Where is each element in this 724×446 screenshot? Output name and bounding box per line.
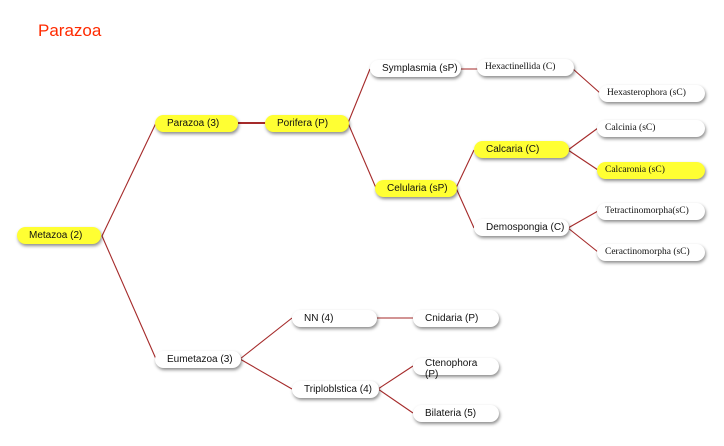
edge-eumetazoa-triploblstica [239, 358, 293, 390]
node-ceractinomorpha[interactable]: Ceractinomorpha (sC) [597, 244, 705, 261]
edge-calcaria-calcaronia [567, 149, 599, 171]
node-symplasmia[interactable]: Symplasmia (sP) [370, 60, 461, 77]
edge-triploblstica-bilateria [377, 388, 414, 414]
node-tetractinomorpha[interactable]: Tetractinomorpha(sC) [597, 203, 705, 220]
edge-porifera-celularia [347, 122, 377, 189]
node-cnidaria[interactable]: Cnidaria (P) [413, 310, 499, 327]
node-celularia[interactable]: Celularia (sP) [375, 180, 457, 197]
node-hexasterophora[interactable]: Hexasterophora (sC) [599, 85, 705, 102]
node-triploblstica[interactable]: Triploblstica (4) [292, 381, 379, 398]
node-eumetazoa[interactable]: Eumetazoa (3) [155, 351, 241, 368]
edge-eumetazoa-nn [239, 317, 293, 360]
edge-metazoa-eumetazoa [101, 235, 157, 360]
node-demospongia[interactable]: Demospongia (C) [474, 219, 569, 236]
node-bilateria[interactable]: Bilateria (5) [413, 405, 499, 422]
node-metazoa[interactable]: Metazoa (2) [17, 227, 101, 244]
node-calcaria[interactable]: Calcaria (C) [474, 141, 569, 158]
node-parazoa[interactable]: Parazoa (3) [155, 115, 238, 132]
node-hexactinellida[interactable]: Hexactinellida (C) [477, 59, 574, 76]
edge-metazoa-parazoa [101, 122, 157, 237]
page-title: Parazoa [38, 21, 102, 40]
node-calcaronia[interactable]: Calcaronia (sC) [597, 162, 705, 179]
edge-demospongia-tetractinomorpha [567, 210, 599, 229]
node-calcinia[interactable]: Calcinia (sC) [597, 120, 705, 137]
edge-triploblstica-ctenophora [377, 365, 414, 390]
edge-celularia-calcaria [455, 149, 475, 189]
node-ctenophora[interactable]: Ctenophora (P) [413, 358, 499, 380]
edge-celularia-demospongia [455, 187, 475, 229]
edge-calcaria-calcinia [567, 127, 599, 151]
node-porifera[interactable]: Porifera (P) [265, 115, 349, 132]
node-nn[interactable]: NN (4) [292, 310, 377, 327]
edge-hexactinellida-hexasterophora [572, 68, 601, 94]
edge-demospongia-ceractinomorpha [567, 227, 599, 253]
edge-porifera-symplasmia [347, 68, 371, 124]
